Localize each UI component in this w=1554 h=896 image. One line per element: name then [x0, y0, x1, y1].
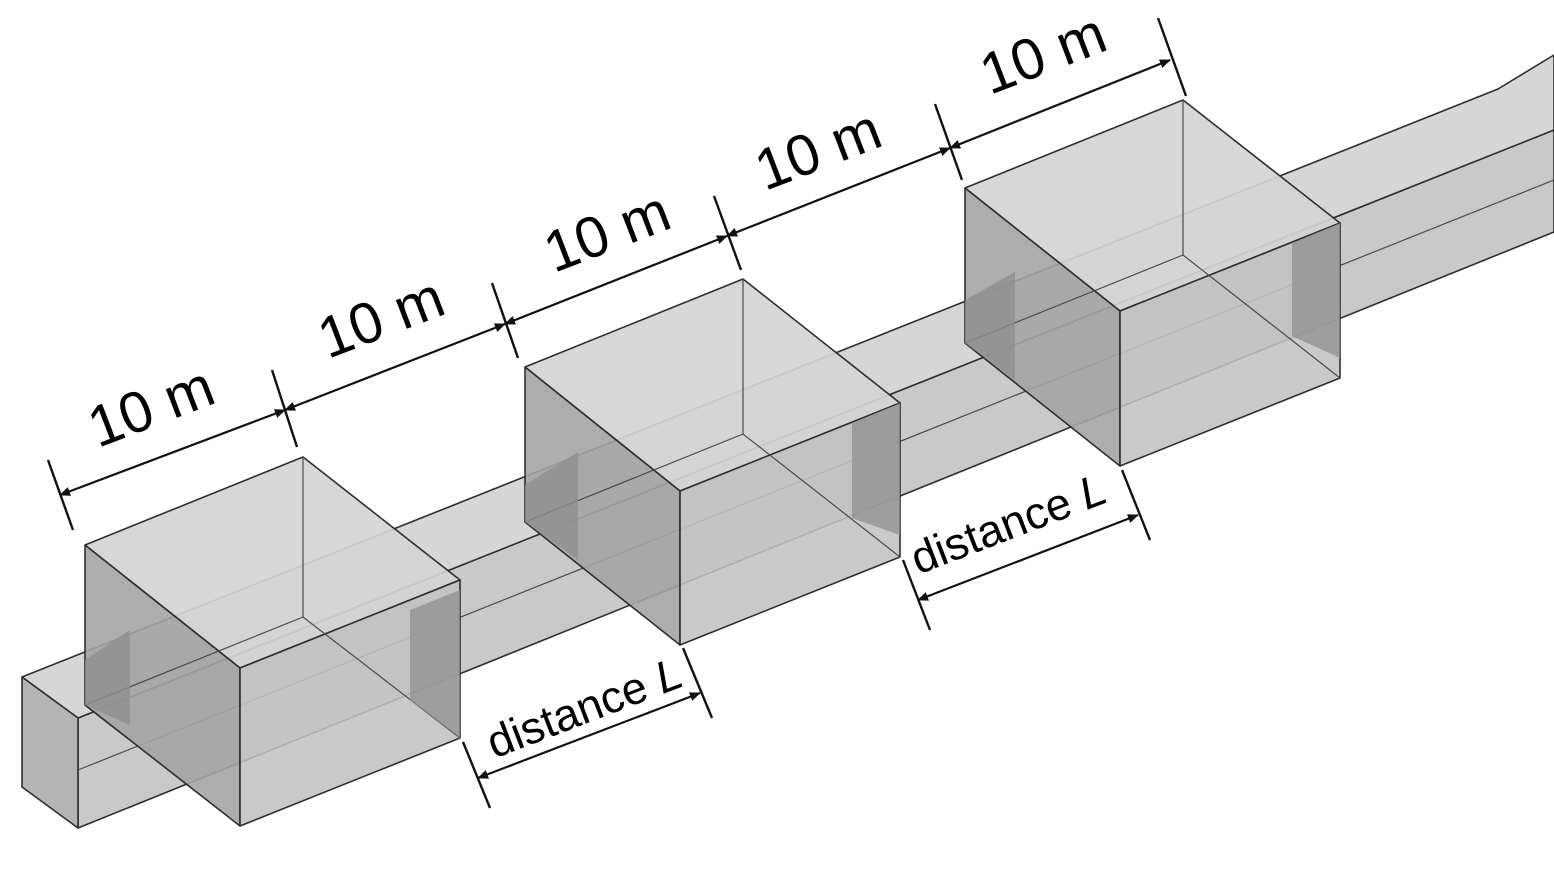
box-2 — [524, 278, 901, 646]
distance-dimension-2: distance L — [901, 463, 1152, 631]
dimension-line-3 — [504, 234, 728, 326]
distance-2-tick-left — [901, 559, 932, 631]
dimension-tick-2 — [270, 369, 299, 448]
box-3-pipe-opening-left — [965, 272, 1015, 380]
box-1-pipe-opening-right — [410, 590, 460, 738]
box-3 — [964, 99, 1341, 467]
segment-label-2: 10 m — [309, 264, 453, 371]
distance-1-tick-left — [461, 741, 492, 809]
box-2-pipe-opening-right — [852, 403, 900, 535]
dimension-line-1 — [59, 408, 286, 497]
dimension-line-4 — [726, 146, 951, 238]
distance-2-line — [917, 513, 1139, 602]
distance-dimension-1: distance L — [461, 647, 714, 809]
box-1 — [84, 456, 461, 827]
distance-1-tick-right — [681, 647, 714, 719]
distance-label-1: distance L — [480, 647, 690, 768]
box-3-pipe-opening-right — [1292, 223, 1340, 358]
distance-1-line — [477, 691, 701, 780]
dimension-line-2 — [284, 322, 506, 412]
dimension-tick-6 — [1156, 17, 1188, 97]
dimension-tick-5 — [933, 103, 964, 181]
dimension-line-5 — [949, 58, 1171, 150]
box-1-pipe-opening-left — [85, 630, 130, 725]
pipe-end-face — [21, 676, 79, 829]
distance-2-tick-right — [1120, 469, 1152, 541]
segment-label-4: 10 m — [746, 96, 890, 203]
segment-label-3: 10 m — [535, 178, 679, 285]
box-2-pipe-opening-left — [525, 452, 578, 560]
segment-label-1: 10 m — [79, 353, 223, 460]
